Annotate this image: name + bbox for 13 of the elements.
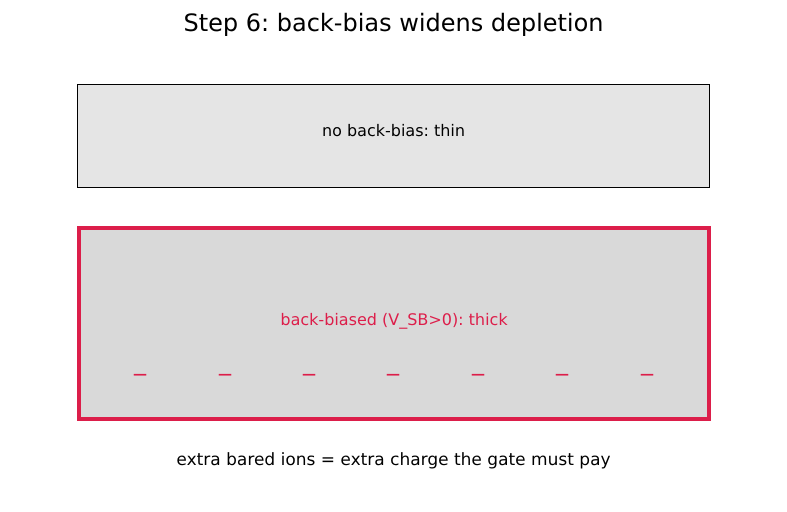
region-box (77, 84, 710, 188)
ion-charge-mark: − (552, 362, 572, 386)
ion-charge-mark: − (216, 362, 234, 386)
ion-charge-mark: − (638, 362, 656, 386)
ion-charge-mark: − (384, 362, 402, 386)
ion-charge-mark: − (300, 362, 318, 386)
diagram-caption: extra bared ions = extra charge the gate must pay (175, 450, 612, 470)
ion-charge-mark: − (468, 362, 488, 386)
region-label: no back-bias: thin (320, 121, 466, 140)
ion-charge-mark: − (130, 362, 150, 386)
diagram-title: Step 6: back-bias widens depletion (182, 9, 604, 37)
region-label: back-biased (V_SB>0): thick (279, 310, 509, 329)
region-box (77, 226, 711, 421)
